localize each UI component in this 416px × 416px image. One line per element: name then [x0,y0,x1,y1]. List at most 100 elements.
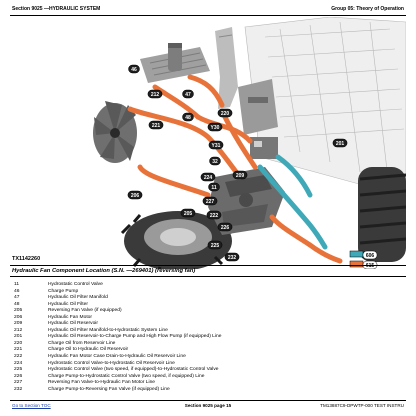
callout-232: 232 [224,252,240,262]
callout-227: 227 [202,196,218,206]
legend-number: 205 [14,308,23,314]
exhaust-pipe [215,27,238,109]
svg-text:32: 32 [212,159,218,165]
orange-hydraulic-lines [127,74,343,264]
svg-text:225: 225 [211,243,220,249]
page-footer: Go to Section TOC Section 9025 page 15 T… [10,401,406,411]
legend-row: 47 Hydraulic Oil Filter Manifold [12,295,402,302]
svg-text:222: 222 [210,213,219,219]
svg-text:232: 232 [228,255,237,261]
svg-text:47: 47 [185,92,191,98]
legend-row: 212 Hydraulic Oil Filter Manifold-to-Hydr… [12,328,402,335]
page-number: Section 9025 page 15 [184,403,232,408]
svg-text:205: 205 [184,211,193,217]
callout-11: 11 [208,182,220,192]
legend-row: 232 Charge Pump-to-Reversing Fan Valve (i… [12,387,402,394]
group-title: Group 05: Theory of Operation [331,6,404,12]
legend-description: Hydrostatic Control Valve (two speed, if… [48,367,219,373]
header-rule [10,15,406,16]
legend-description: Hydraulic Oil Reservoir-to-Charge Pump a… [48,334,222,340]
legend-number: 232 [14,386,23,392]
engine-block [208,167,285,235]
callout-206: 206 [127,190,143,200]
svg-text:606: 606 [366,253,375,259]
svg-text:46: 46 [131,67,137,73]
legend-description: Charge Pump-to-Hydrostatic Control Valve… [48,373,205,379]
legend-number: 206 [14,314,23,320]
callout-212: 212 [147,89,163,99]
legend-number: 11 [14,282,20,287]
callout-47: 47 [182,89,194,99]
legend-number: 224 [14,360,23,366]
legend-description: Hydraulic Fan Motor Case Drain-to-Hydrau… [48,354,186,360]
legend-row: 226 Charge Pump-to-Hydrostatic Control Va… [12,374,402,381]
legend-description: Hydraulic Fan Motor [48,314,93,320]
legend-number: 47 [14,295,20,301]
callout-221: 221 [148,120,164,130]
legend-row: 46 Charge Pump [12,289,402,296]
control-valve [250,137,278,159]
legend-row: 201 Hydraulic Oil Reservoir-to-Charge Pum… [12,334,402,341]
legend-number: 48 [14,301,20,307]
legend-number: 46 [14,288,20,294]
legend-description: Hydraulic Oil Filter Manifold [48,295,108,301]
figure-id: TX1142260 [12,256,41,262]
hydraulic-reservoir [238,79,278,135]
svg-text:48: 48 [185,115,191,121]
callout-226: 226 [217,222,233,232]
legend-description: Charge Oil from Reservoir Line [48,340,116,346]
callout-209: 209 [232,170,248,180]
legend-description: Hydraulic Oil Filter Manifold-to-Hydrost… [48,327,168,333]
legend-row: 209 Hydraulic Oil Reservoir [12,321,402,328]
legend-description: Hydrostatic Control Valve [48,282,103,287]
key-label-606: 606 [362,250,378,260]
callout-222: 222 [206,210,222,220]
legend-row: 220 Charge Oil from Reservoir Line [12,341,402,348]
section-title: Section 9025 —HYDRAULIC SYSTEM [12,6,101,12]
legend-number: 201 [14,334,23,340]
svg-text:226: 226 [221,225,230,231]
hydraulic-filter [168,43,182,71]
legend-description: Hydrostatic Control Valve-to-Hydrostatic… [48,360,175,366]
legend-description: Charge Oil to Hydraulic Oil Reservoir [48,347,129,353]
callout-224: 224 [200,172,216,182]
section-toc-link[interactable]: Go to Section TOC [12,403,51,408]
legend-description: Charge Pump-to-Reversing Fan Valve (if e… [48,386,170,392]
legend-row: 225 Hydrostatic Control Valve (two speed,… [12,367,402,374]
svg-text:224: 224 [204,175,213,181]
legend-description: Hydraulic Oil Filter [48,301,88,307]
legend-row: 206 Hydraulic Fan Motor [12,315,402,322]
legend-description: Charge Pump [48,288,79,294]
legend-number: 227 [14,380,23,386]
callout-32: 32 [209,156,221,166]
callout-225: 225 [207,240,223,250]
legend-number: 209 [14,321,23,327]
legend-number: 220 [14,340,23,346]
svg-text:209: 209 [236,173,245,179]
callout-201: 201 [332,138,348,148]
right-tire [358,167,406,262]
figure-caption: Hydraulic Fan Component Location (S.N. —… [12,268,196,274]
callout-y30: Y30 [207,122,223,132]
legend-row: 227 Reversing Fan Valve-to-Hydraulic Fan … [12,380,402,387]
caption-rule [10,276,406,277]
legend-description: Hydraulic Oil Reservoir [48,321,99,327]
callout-46: 46 [128,64,140,74]
svg-text:227: 227 [206,199,215,205]
legend-number: 212 [14,327,23,333]
svg-text:11: 11 [211,185,217,191]
svg-text:Y30: Y30 [211,125,220,131]
legend-description: Reversing Fan Valve-to-Hydraulic Fan Mot… [48,380,156,386]
callout-220: 220 [217,108,233,118]
callout-y31: Y31 [208,140,224,150]
legend-number: 225 [14,367,23,373]
svg-text:201: 201 [336,141,345,147]
legend-number: 226 [14,373,23,379]
